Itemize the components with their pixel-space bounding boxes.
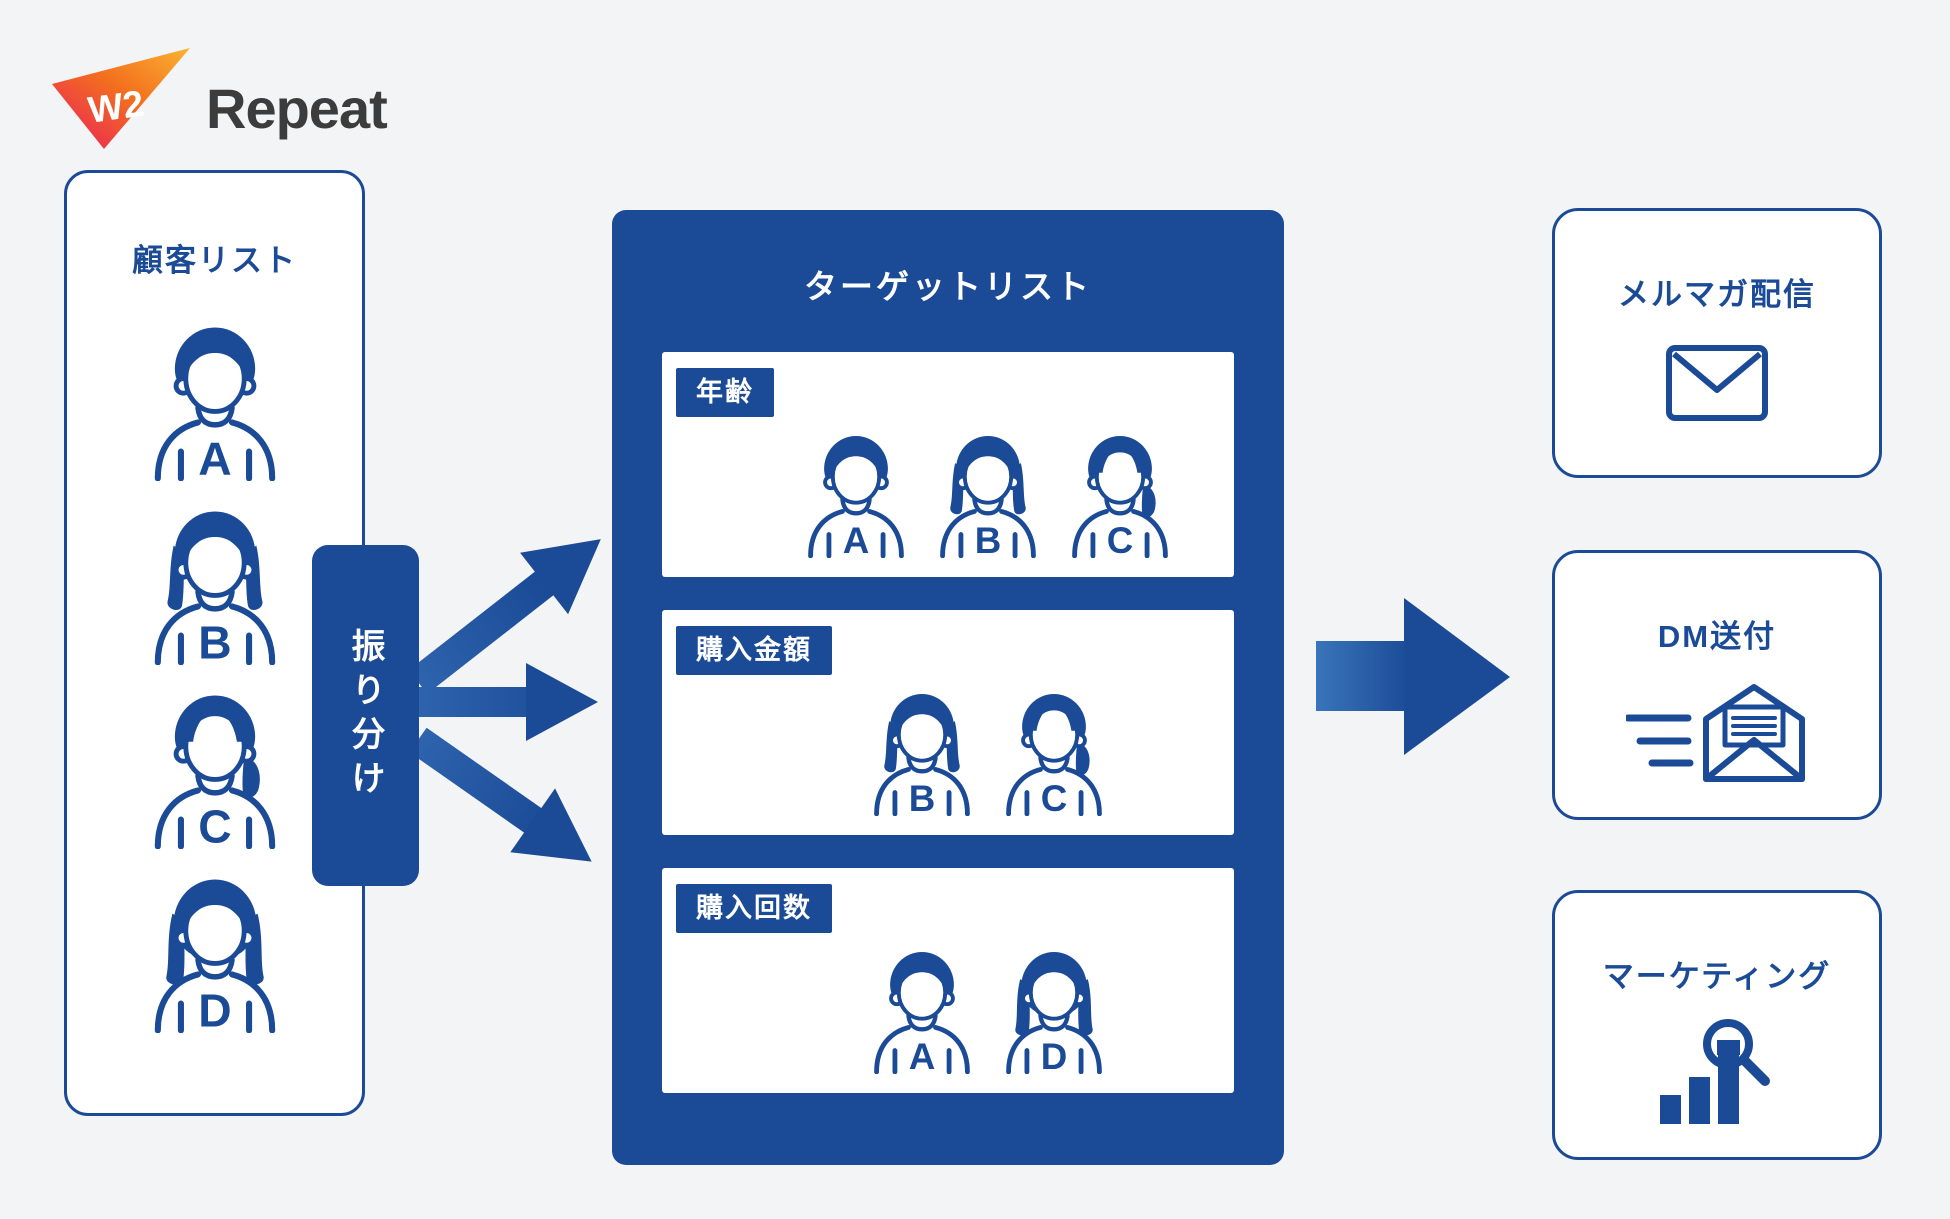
output-newsletter-panel: メルマガ配信 — [1552, 208, 1882, 478]
svg-text:C: C — [1041, 778, 1068, 816]
big-right-arrow-icon — [1316, 598, 1510, 755]
target-group-persons: A B C — [662, 430, 1234, 563]
target-person: D — [996, 946, 1112, 1079]
target-person-C-icon: C — [1006, 694, 1102, 819]
customer-person: A — [142, 320, 288, 486]
target-group-box: 年齢 A B C — [662, 352, 1234, 577]
customer-person: B — [142, 504, 288, 670]
target-group-label: 購入金額 — [676, 626, 832, 675]
customer-list-panel: 顧客リスト A B C D — [64, 170, 365, 1116]
marketing-analytics-icon — [1660, 1019, 1770, 1124]
customer-person-C-icon: C — [154, 695, 275, 853]
fan-arrows-icon — [415, 539, 601, 862]
svg-text:A: A — [198, 433, 231, 481]
target-person-B-icon: B — [874, 694, 970, 819]
arrow-down-right — [415, 727, 592, 862]
target-person: B — [864, 688, 980, 821]
logo-mark-text: W2 — [86, 83, 147, 131]
target-group-label: 購入回数 — [676, 884, 832, 933]
customer-person-B-icon: B — [154, 511, 275, 669]
output-newsletter-title: メルマガ配信 — [1618, 277, 1816, 312]
w2-logo-mark-icon: W2 — [52, 48, 190, 149]
svg-text:C: C — [198, 801, 231, 849]
target-list-title: ターゲットリスト — [804, 268, 1092, 305]
target-person-A-icon: A — [874, 952, 970, 1077]
customer-list-title: 顧客リスト — [132, 243, 297, 278]
svg-text:D: D — [1041, 1036, 1068, 1074]
svg-text:A: A — [909, 1036, 936, 1074]
svg-text:A: A — [843, 520, 870, 558]
magnifier — [1703, 1019, 1770, 1086]
target-person-A-icon: A — [808, 436, 904, 561]
customer-person-D-icon: D — [154, 879, 275, 1037]
target-person-C-icon: C — [1072, 436, 1168, 561]
customer-persons: A B C D — [67, 320, 362, 1038]
target-person: C — [996, 688, 1112, 821]
svg-text:B: B — [198, 617, 231, 665]
svg-text:C: C — [1107, 520, 1134, 558]
customer-person: C — [142, 688, 288, 854]
target-person-D-icon: D — [1006, 952, 1102, 1077]
logo: W2 Repeat — [50, 36, 388, 154]
arrow-up-right — [415, 539, 601, 694]
mail-icon — [1666, 345, 1768, 421]
svg-text:D: D — [198, 985, 231, 1033]
customer-person: D — [142, 872, 288, 1038]
target-person: C — [1062, 430, 1178, 563]
output-dm-title: DM送付 — [1657, 619, 1777, 654]
target-person: B — [930, 430, 1046, 563]
target-group-label: 年齢 — [676, 368, 774, 417]
sort-label: 振り分け — [346, 627, 384, 804]
dm-send-icon — [1626, 684, 1805, 782]
target-person: A — [864, 946, 980, 1079]
svg-text:B: B — [909, 778, 936, 816]
customer-person-A-icon: A — [154, 327, 275, 485]
sort-label-box: 振り分け — [312, 545, 419, 886]
logo-name: Repeat — [206, 77, 388, 140]
arrow-right — [418, 663, 598, 741]
svg-text:B: B — [975, 520, 1002, 558]
output-marketing-panel: マーケティング — [1552, 890, 1882, 1160]
output-dm-panel: DM送付 — [1552, 550, 1882, 820]
target-person-B-icon: B — [940, 436, 1036, 561]
open-envelope — [1703, 684, 1805, 782]
bar-chart — [1660, 1053, 1739, 1124]
output-marketing-title: マーケティング — [1602, 959, 1832, 994]
speed-lines — [1626, 714, 1694, 767]
target-person: A — [798, 430, 914, 563]
